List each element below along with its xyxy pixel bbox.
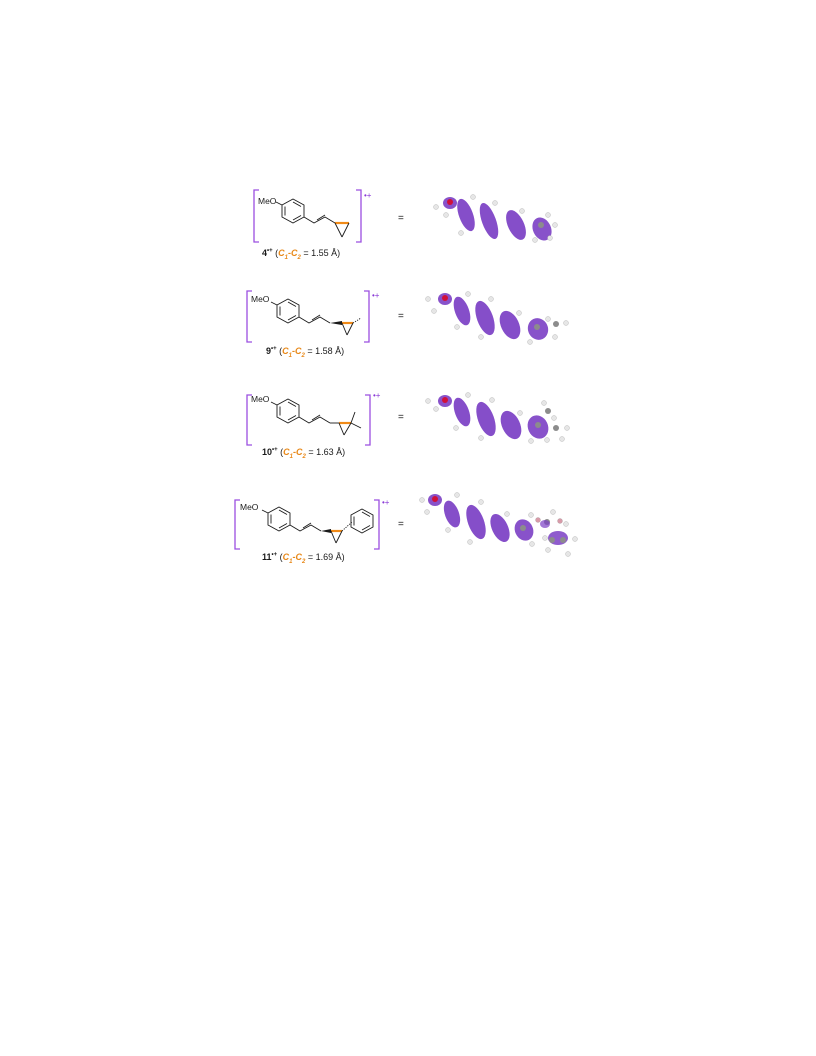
- molecule-structure-4: [253, 189, 558, 243]
- bracket-left: [253, 189, 259, 243]
- entry-compound-11: MeO •+ = 11•+ (C1-C2 = 1.69 Å): [0, 490, 816, 600]
- bond-label: C1-C2: [282, 346, 305, 359]
- spin-density-isosurface: [433, 194, 558, 243]
- cyclopropane: [330, 411, 362, 436]
- methoxy-label: MeO: [251, 294, 270, 304]
- compound-charge: •+: [272, 447, 278, 453]
- vinyl-linker: [298, 316, 331, 324]
- compound-charge: •+: [267, 248, 273, 254]
- compound-caption: 11•+ (C1-C2 = 1.69 Å): [262, 552, 345, 565]
- molecule-structure-11: [234, 492, 578, 557]
- bond-length-value: = 1.69 Å): [305, 552, 345, 562]
- compound-charge: •+: [271, 552, 278, 558]
- methoxy-label: MeO: [240, 502, 259, 512]
- molecule-structure-10: [246, 392, 570, 446]
- phenyl-ring: [350, 508, 374, 534]
- bracket-left: [246, 394, 252, 446]
- spin-density-isosurface: [425, 392, 570, 444]
- bond-label: C1-C2: [283, 447, 306, 460]
- entry-compound-9: MeO •+ = 9•+ (C1-C2 = 1.58 Å): [0, 285, 816, 395]
- radical-cation-charge: •+: [372, 291, 380, 300]
- benzene-ring: [281, 198, 305, 224]
- open-paren: (: [276, 346, 283, 356]
- molecule-structure-9: [246, 290, 569, 345]
- methoxy-label: MeO: [251, 394, 270, 404]
- entry-compound-4: MeO •+ = 4•+ (C1-C2 = 1.55 Å): [0, 185, 816, 295]
- spin-density-isosurface: [419, 492, 578, 557]
- equals-sign: =: [398, 519, 404, 530]
- radical-cation-charge: •+: [382, 498, 390, 507]
- bracket-right: [364, 290, 370, 343]
- bond-label: C1-C2: [282, 552, 306, 565]
- benzene-ring: [276, 298, 300, 324]
- cyclopropane: [334, 221, 350, 238]
- bracket-right: [374, 499, 380, 550]
- vinyl-linker: [289, 524, 322, 532]
- open-paren: (: [272, 248, 279, 258]
- radical-cation-charge: •+: [373, 391, 381, 400]
- bond-label: C1-C2: [278, 248, 301, 261]
- bond-length-value: = 1.55 Å): [300, 248, 341, 258]
- open-paren: (: [277, 552, 283, 562]
- compound-caption: 4•+ (C1-C2 = 1.55 Å): [262, 248, 341, 261]
- methoxy-label: MeO: [258, 196, 277, 206]
- compound-charge: •+: [271, 346, 277, 352]
- compound-caption: 10•+ (C1-C2 = 1.63 Å): [262, 447, 346, 460]
- compound-number: 9: [266, 346, 272, 356]
- compound-number: 10: [262, 447, 273, 457]
- benzene-ring: [267, 506, 291, 532]
- bond-length-value: = 1.63 Å): [305, 447, 346, 457]
- benzene-ring: [276, 398, 300, 424]
- bracket-right: [365, 394, 371, 446]
- compound-number: 11: [262, 552, 272, 562]
- bond-length-value: = 1.58 Å): [304, 346, 345, 356]
- vinyl-linker: [303, 216, 336, 224]
- cyclopropane: [321, 521, 353, 544]
- equals-sign: =: [398, 213, 404, 224]
- spin-density-isosurface: [425, 291, 569, 345]
- equals-sign: =: [398, 311, 404, 322]
- bracket-left: [246, 290, 252, 343]
- equals-sign: =: [398, 412, 404, 423]
- entry-compound-10: MeO •+ = 10•+ (C1-C2 = 1.63 Å): [0, 385, 816, 495]
- compound-number: 4: [262, 248, 268, 258]
- bracket-left: [234, 499, 240, 550]
- compound-caption: 9•+ (C1-C2 = 1.58 Å): [266, 346, 345, 359]
- vinyl-linker: [298, 416, 331, 424]
- open-paren: (: [277, 447, 284, 457]
- radical-cation-charge: •+: [364, 191, 372, 200]
- cyclopropane: [330, 317, 362, 336]
- bracket-right: [356, 189, 362, 243]
